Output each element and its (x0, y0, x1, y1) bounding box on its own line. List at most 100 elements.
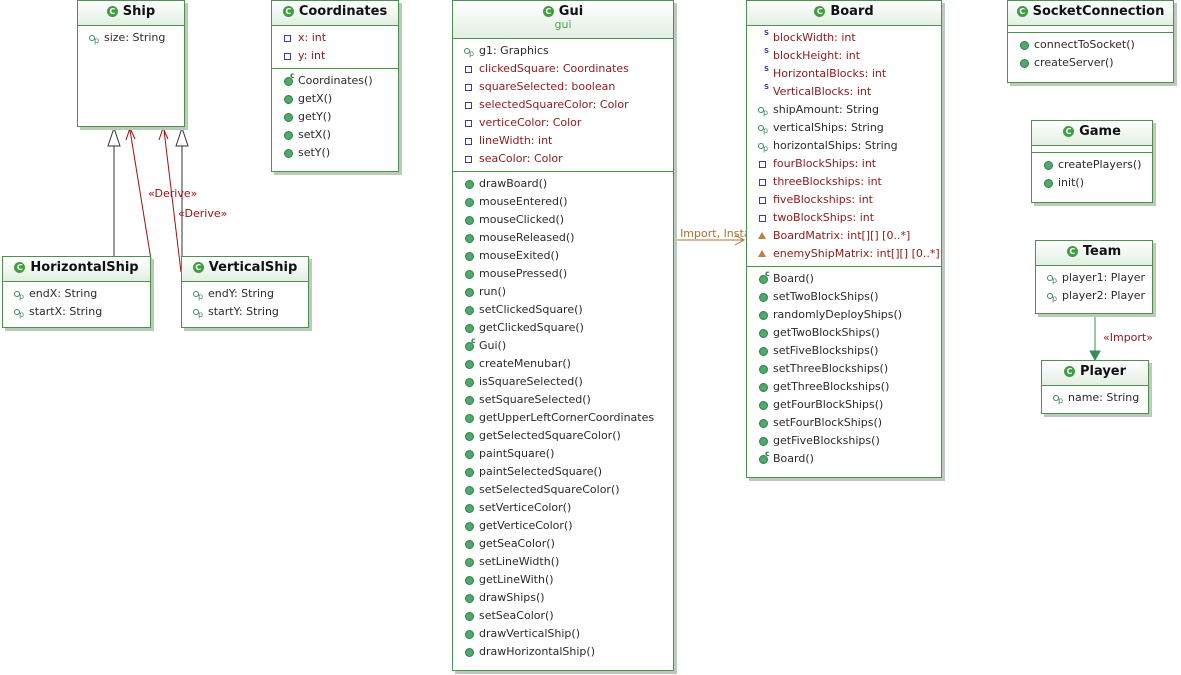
method-row[interactable]: mouseReleased() (453, 229, 673, 247)
public-method-icon (463, 481, 479, 499)
attribute-row[interactable]: blockHeight: int (747, 42, 941, 65)
method-row[interactable]: mouseEntered() (453, 193, 673, 211)
property-icon (1046, 269, 1062, 290)
method-row[interactable]: setClickedSquare() (453, 301, 673, 319)
attribute-row[interactable]: horizontalShips: String (747, 137, 941, 158)
method-row[interactable]: drawVerticalShip() (453, 625, 673, 643)
method-row[interactable]: createServer() (1008, 54, 1173, 72)
method-row[interactable]: getTwoBlockShips() (747, 324, 941, 342)
method-row[interactable]: setThreeBlockships() (747, 360, 941, 378)
method-text: getLineWith() (479, 573, 554, 586)
attribute-row[interactable]: startX: String (3, 303, 150, 324)
method-text: Coordinates() (298, 74, 373, 87)
attribute-row[interactable]: fourBlockShips: int (747, 155, 941, 173)
method-row[interactable]: mousePressed() (453, 265, 673, 283)
method-row[interactable]: run() (453, 283, 673, 301)
method-row[interactable]: Board() (747, 445, 941, 468)
method-row[interactable]: paintSelectedSquare() (453, 463, 673, 481)
attribute-row[interactable]: endY: String (182, 285, 308, 306)
method-row[interactable]: getFiveBlockships() (747, 432, 941, 450)
method-row[interactable]: setTwoBlockShips() (747, 288, 941, 306)
method-row[interactable]: getLineWith() (453, 571, 673, 589)
attribute-row[interactable]: selectedSquareColor: Color (453, 96, 673, 114)
attribute-row[interactable]: name: String (1042, 389, 1148, 410)
method-text: getSelectedSquareColor() (479, 429, 621, 442)
method-row[interactable]: setSeaColor() (453, 607, 673, 625)
attribute-row[interactable]: seaColor: Color (453, 150, 673, 168)
method-row[interactable]: getVerticeColor() (453, 517, 673, 535)
method-row[interactable]: isSquareSelected() (453, 373, 673, 391)
attribute-row[interactable]: clickedSquare: Coordinates (453, 60, 673, 78)
method-row[interactable]: drawHorizontalShip() (453, 643, 673, 661)
protected-field-icon (757, 245, 773, 263)
attribute-row[interactable]: blockWidth: int (747, 24, 941, 47)
method-row[interactable]: createMenubar() (453, 355, 673, 373)
attribute-row[interactable]: enemyShipMatrix: int[][] [0..*] (747, 245, 941, 263)
attribute-row[interactable]: threeBlockships: int (747, 173, 941, 191)
method-row[interactable]: getSeaColor() (453, 535, 673, 553)
attribute-row[interactable]: x: int (272, 29, 398, 47)
method-row[interactable]: setSquareSelected() (453, 391, 673, 409)
attribute-row[interactable]: verticeColor: Color (453, 114, 673, 132)
attribute-row[interactable]: size: String (78, 29, 184, 50)
method-row[interactable]: drawBoard() (453, 175, 673, 193)
attribute-row[interactable]: verticalShips: String (747, 119, 941, 140)
method-row[interactable]: getClickedSquare() (453, 319, 673, 337)
method-row[interactable]: Coordinates() (272, 67, 398, 90)
attribute-row[interactable]: squareSelected: boolean (453, 78, 673, 96)
method-row[interactable]: setFiveBlockships() (747, 342, 941, 360)
method-row[interactable]: setY() (272, 144, 398, 162)
method-row[interactable]: getSelectedSquareColor() (453, 427, 673, 445)
method-row[interactable]: mouseExited() (453, 247, 673, 265)
attribute-row[interactable]: fiveBlockships: int (747, 191, 941, 209)
method-row[interactable]: getFourBlockShips() (747, 396, 941, 414)
attribute-row[interactable]: shipAmount: String (747, 101, 941, 122)
method-row[interactable]: setFourBlockShips() (747, 414, 941, 432)
method-row[interactable]: Gui() (453, 332, 673, 355)
attribute-row[interactable]: player1: Player (1036, 269, 1152, 290)
method-row[interactable]: init() (1032, 174, 1152, 192)
method-row[interactable]: drawShips() (453, 589, 673, 607)
method-row[interactable]: setSelectedSquareColor() (453, 481, 673, 499)
method-row[interactable]: getY() (272, 108, 398, 126)
attribute-row[interactable]: startY: String (182, 303, 308, 324)
attribute-row[interactable]: VerticalBlocks: int (747, 78, 941, 101)
method-row[interactable]: connectToSocket() (1008, 36, 1173, 54)
attribute-row[interactable]: endX: String (3, 285, 150, 306)
class-icon: C (106, 6, 118, 17)
method-row[interactable]: setLineWidth() (453, 553, 673, 571)
method-row[interactable]: createPlayers() (1032, 156, 1152, 174)
class-icon: C (1066, 246, 1078, 257)
method-row[interactable]: getUpperLeftCornerCoordinates (453, 409, 673, 427)
property-icon (192, 303, 208, 324)
attribute-row[interactable]: BoardMatrix: int[][] [0..*] (747, 227, 941, 245)
attribute-row[interactable]: y: int (272, 47, 398, 65)
method-row[interactable]: randomlyDeployShips() (747, 306, 941, 324)
attribute-text: verticalShips: String (773, 121, 884, 134)
method-row[interactable]: getX() (272, 90, 398, 108)
method-row[interactable]: paintSquare() (453, 445, 673, 463)
method-row[interactable]: setX() (272, 126, 398, 144)
attribute-row[interactable]: g1: Graphics (453, 42, 673, 63)
static-field-icon (757, 60, 773, 83)
method-row[interactable]: setVerticeColor() (453, 499, 673, 517)
attribute-row[interactable]: player2: Player (1036, 287, 1152, 308)
attribute-row[interactable]: HorizontalBlocks: int (747, 60, 941, 83)
method-row[interactable]: Board() (747, 265, 941, 288)
method-text: createMenubar() (479, 357, 571, 370)
method-row[interactable]: mouseClicked() (453, 211, 673, 229)
attribute-row[interactable]: twoBlockShips: int (747, 209, 941, 227)
attribute-row[interactable]: lineWidth: int (453, 132, 673, 150)
public-method-icon (282, 108, 298, 126)
method-row[interactable]: getThreeBlockships() (747, 378, 941, 396)
